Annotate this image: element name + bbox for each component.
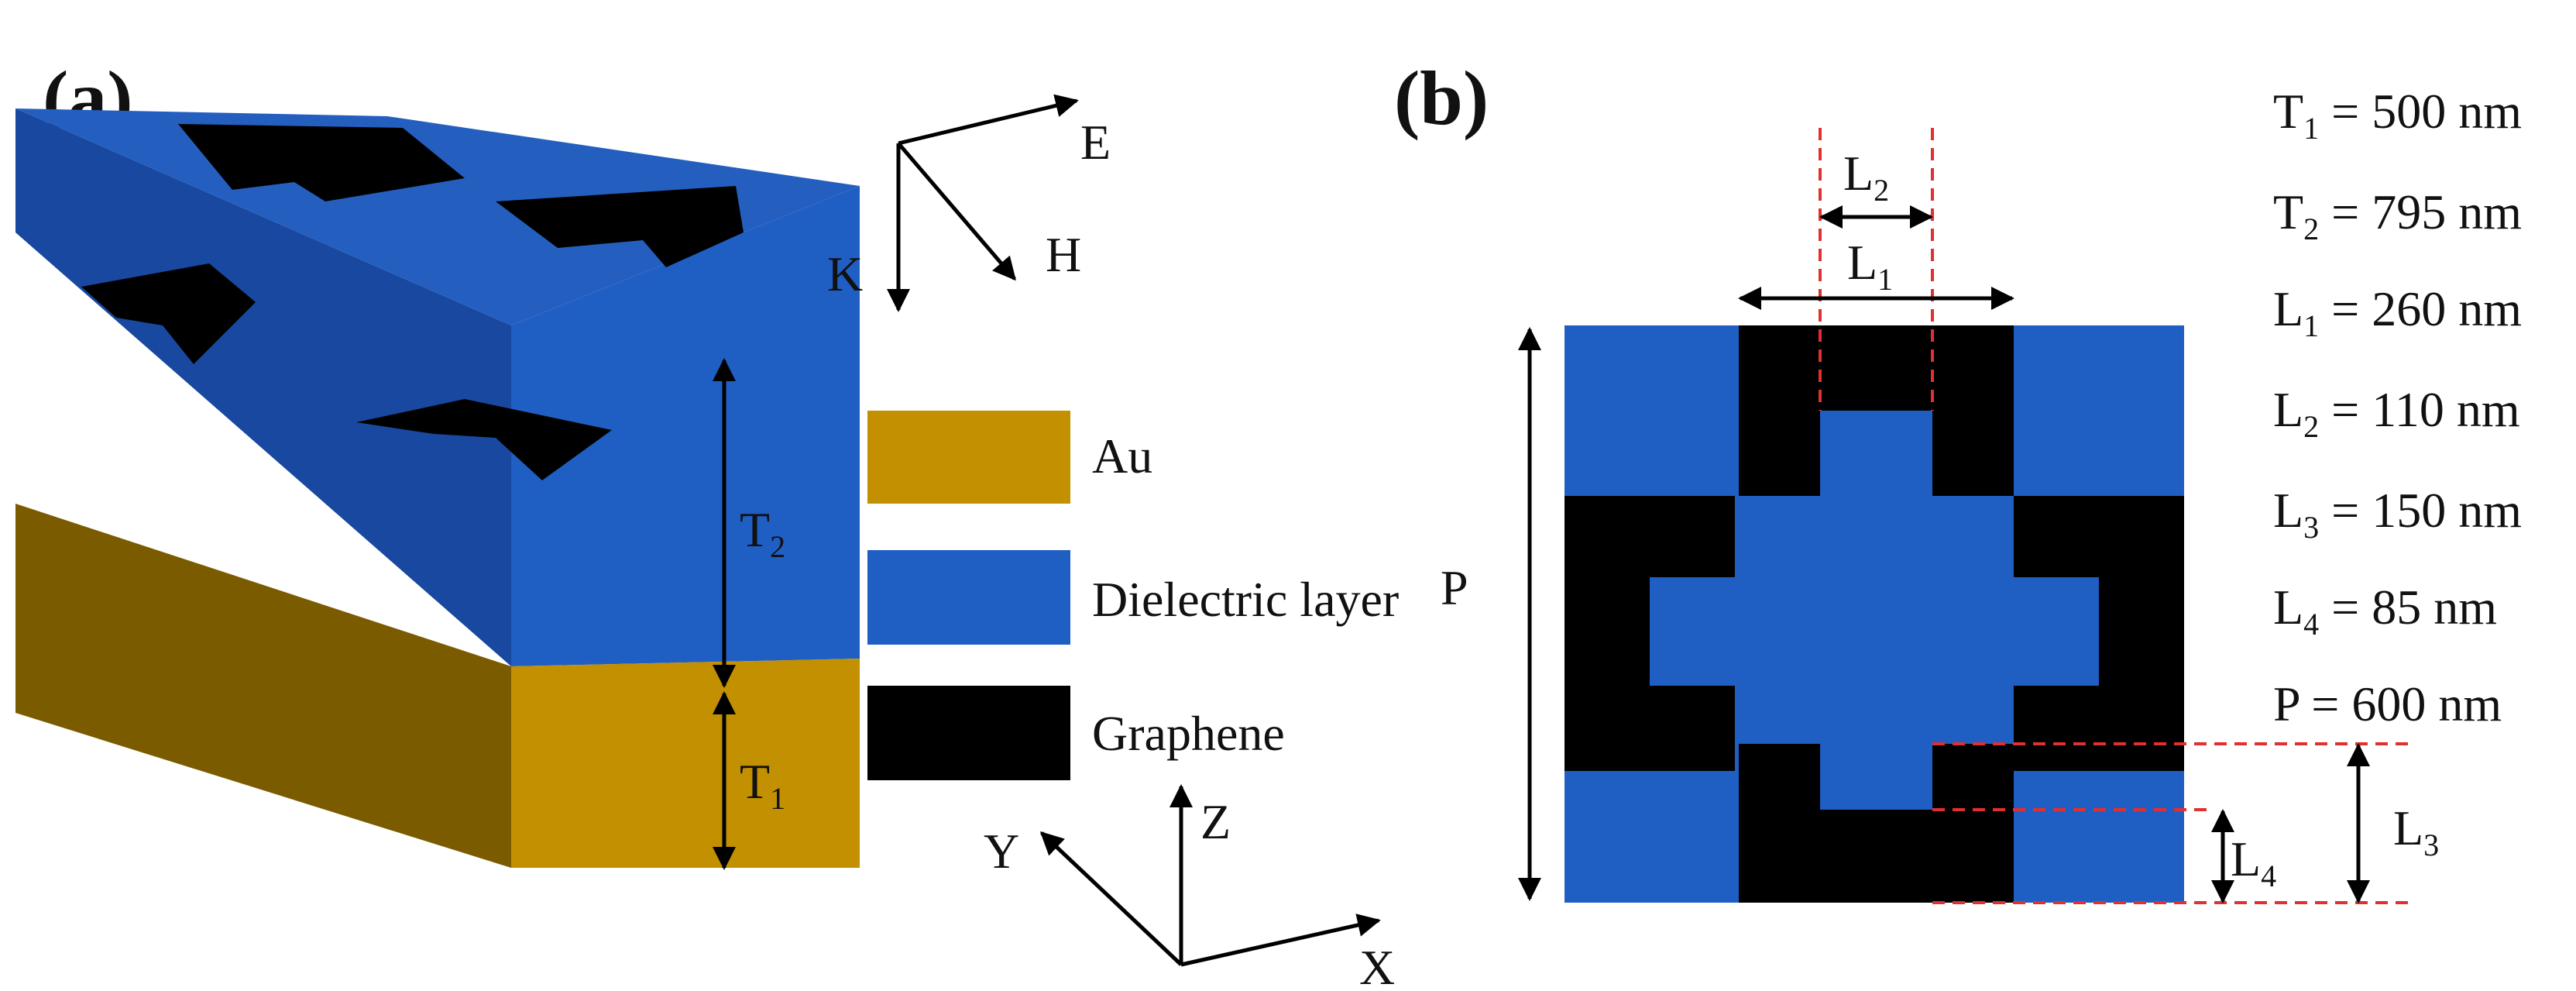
h-label: H bbox=[1046, 227, 1081, 282]
graphene-bracket-back bbox=[178, 124, 465, 201]
gold-left-face bbox=[15, 504, 511, 868]
dielectric-left-face bbox=[15, 108, 511, 666]
red-guide-lines bbox=[1819, 128, 2409, 904]
graphene-bracket-left bbox=[81, 263, 256, 364]
graphene-bracket-right bbox=[496, 186, 744, 267]
p-label: P bbox=[1441, 560, 1468, 615]
graphene-bracket-front bbox=[356, 399, 612, 480]
x-axis-arrow bbox=[1180, 914, 1381, 967]
k-label: K bbox=[827, 246, 863, 301]
dielectric-square bbox=[1564, 325, 2184, 903]
graphene-pattern-top bbox=[81, 124, 744, 480]
dielectric-front-face bbox=[511, 186, 860, 666]
panel-a: (a) T2 T1 bbox=[15, 55, 1399, 991]
legend-label-dielectric: Dielectric layer bbox=[1092, 572, 1399, 627]
l1-label: L1 bbox=[1847, 235, 1893, 297]
parameter-list: T1 = 500 nm T2 = 795 nm L1 = 260 nm L2 =… bbox=[2273, 84, 2522, 731]
param-l3: L3 = 150 nm bbox=[2273, 483, 2522, 545]
param-l1: L1 = 260 nm bbox=[2273, 281, 2522, 343]
gold-front-face bbox=[511, 659, 860, 868]
e-field-arrow bbox=[898, 94, 1079, 146]
coordinate-axes: X Y Z bbox=[984, 784, 1395, 991]
legend-label-au: Au bbox=[1092, 428, 1152, 483]
wave-vectors: E H K bbox=[827, 94, 1111, 312]
materials-legend: Au Dielectric layer Graphene bbox=[867, 411, 1399, 780]
param-p: P = 600 nm bbox=[2273, 676, 2502, 731]
t1-label: T1 bbox=[740, 754, 785, 816]
param-l2: L2 = 110 nm bbox=[2273, 382, 2520, 444]
z-label: Z bbox=[1200, 794, 1231, 849]
h-field-arrow bbox=[897, 142, 1016, 281]
panel-b: (b) P L2 bbox=[1394, 55, 2522, 904]
e-label: E bbox=[1080, 115, 1111, 170]
l4-label: L4 bbox=[2231, 831, 2276, 893]
unit-cell-top-view: P L2 L1 L4 L3 bbox=[1441, 128, 2439, 904]
graphene-bracket-bottom bbox=[1739, 744, 2014, 903]
x-label: X bbox=[1359, 940, 1395, 991]
l3-label: L3 bbox=[2393, 800, 2439, 862]
legend-swatch-dielectric bbox=[867, 550, 1070, 645]
t2-label: T2 bbox=[740, 502, 785, 564]
graphene-bracket-top bbox=[1739, 325, 2014, 496]
unit-cell-3d: T2 T1 bbox=[15, 108, 860, 870]
graphene-bracket-left-view bbox=[1564, 496, 1735, 771]
param-t1: T1 = 500 nm bbox=[2273, 84, 2522, 146]
param-t2: T2 = 795 nm bbox=[2273, 184, 2522, 246]
panel-b-label: (b) bbox=[1394, 55, 1489, 141]
param-l4: L4 = 85 nm bbox=[2273, 580, 2497, 642]
graphene-bracket-right-view bbox=[2014, 496, 2184, 771]
legend-swatch-au bbox=[867, 411, 1070, 504]
l2-label: L2 bbox=[1843, 146, 1889, 208]
legend-swatch-graphene bbox=[867, 686, 1070, 780]
y-label: Y bbox=[984, 824, 1019, 879]
y-axis-arrow bbox=[1039, 831, 1183, 966]
legend-label-graphene: Graphene bbox=[1092, 706, 1285, 761]
